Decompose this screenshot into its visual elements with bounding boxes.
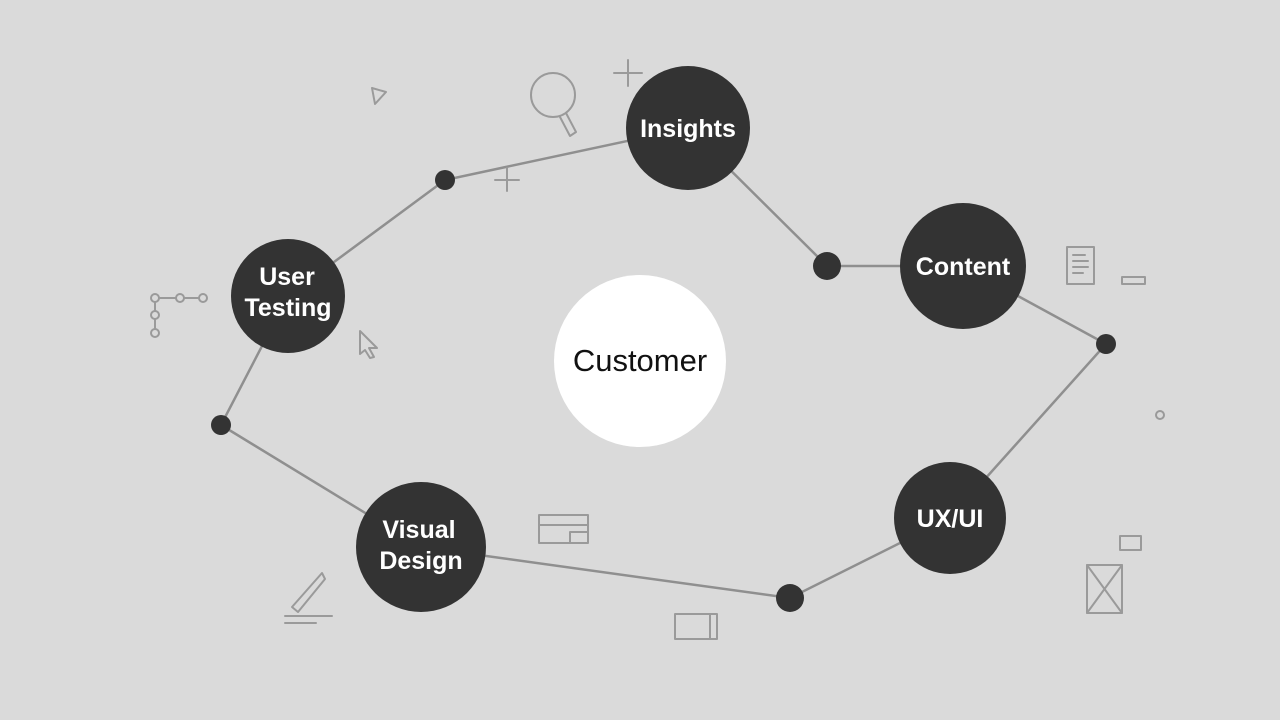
- triangle-icon: [371, 87, 387, 105]
- junction-dot: [435, 170, 455, 190]
- junction-dot: [1096, 334, 1116, 354]
- stage-visual-design: Visual Design: [356, 482, 486, 612]
- browser-icon: [674, 613, 718, 640]
- junction-dot: [211, 415, 231, 435]
- svg-text:Design: Design: [379, 547, 462, 575]
- magnifier-icon: [530, 72, 577, 137]
- plus-icon: [494, 167, 520, 192]
- window-icon: [538, 514, 589, 544]
- image-placeholder-icon: [1086, 564, 1123, 614]
- svg-text:Insights: Insights: [640, 115, 736, 143]
- svg-text:User: User: [259, 263, 315, 291]
- stage-label-line-1: Visual: [382, 516, 455, 544]
- cursor-icon: [359, 330, 378, 359]
- stage-label: UX/UI: [917, 505, 984, 533]
- svg-text:Content: Content: [916, 253, 1011, 281]
- junction-dot: [776, 584, 804, 612]
- junction-dot: [813, 252, 841, 280]
- stage-user-testing: User Testing: [231, 239, 345, 353]
- svg-text:Testing: Testing: [244, 294, 331, 322]
- plus-icon: [613, 59, 643, 87]
- document-icon: [1066, 246, 1095, 285]
- svg-text:Visual: Visual: [382, 516, 455, 544]
- dash-icon: [1121, 276, 1146, 285]
- stage-label-line-1: User: [259, 263, 315, 291]
- center-label: Customer: [573, 343, 707, 378]
- stage-label: Content: [916, 253, 1011, 281]
- stage-label-line-2: Design: [379, 547, 462, 575]
- flowchart-icon: [150, 293, 208, 338]
- pencil-icon: [284, 572, 333, 624]
- stage-label: Insights: [640, 115, 736, 143]
- stage-insights: Insights: [626, 66, 750, 190]
- circle-icon: [1155, 410, 1165, 420]
- svg-text:UX/UI: UX/UI: [917, 505, 984, 533]
- center-node: Customer: [554, 275, 726, 447]
- stage-ux-ui: UX/UI: [894, 462, 1006, 574]
- small-window-icon: [1119, 535, 1142, 551]
- junction-dots: [211, 170, 1116, 612]
- stage-label-line-2: Testing: [244, 294, 331, 322]
- stage-content: Content: [900, 203, 1026, 329]
